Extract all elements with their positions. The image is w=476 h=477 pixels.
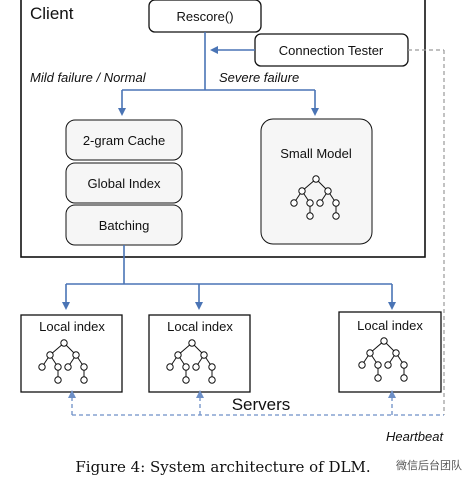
tree-node (38, 363, 46, 371)
figure-caption: Figure 4: System architecture of DLM. (75, 458, 370, 476)
rescore-label: Rescore() (176, 9, 233, 24)
tree-node (64, 363, 72, 371)
tree-node (54, 376, 62, 384)
tree-node (358, 361, 366, 369)
heartbeat-label: Heartbeat (386, 429, 444, 444)
tree-node (80, 376, 88, 384)
tree-node (366, 349, 374, 357)
watermark-text: 微信后台团队 (396, 458, 462, 472)
tree-node (166, 363, 174, 371)
batching-label: Batching (99, 218, 150, 233)
tree-node (374, 374, 382, 382)
local-index-box-3 (338, 311, 442, 393)
local-index-label-3: Local index (357, 318, 423, 333)
tree-node (384, 361, 392, 369)
local-index-label-2: Local index (167, 319, 233, 334)
tree-node (46, 351, 54, 359)
connection-tester-label: Connection Tester (279, 43, 384, 58)
tree-node (80, 363, 88, 371)
tree-node (208, 376, 216, 384)
local-index-tree-2 (166, 339, 216, 384)
tree-node (306, 212, 314, 220)
client-title: Client (30, 4, 74, 23)
tree-node (54, 363, 62, 371)
servers-label: Servers (232, 395, 291, 414)
tree-node (312, 175, 320, 183)
tree-node (188, 339, 196, 347)
tree-node (208, 363, 216, 371)
cache-box (65, 119, 183, 161)
global-index-label: Global Index (88, 176, 161, 191)
tree-node (380, 337, 388, 345)
global-index-box (65, 162, 183, 204)
small-model-tree (290, 175, 340, 220)
local-index-tree-3 (358, 337, 408, 382)
tree-node (392, 349, 400, 357)
tree-node (332, 212, 340, 220)
client-frame (20, 0, 426, 258)
mild-branch-label: Mild failure / Normal (30, 70, 147, 85)
tree-node (290, 199, 298, 207)
cache-label: 2-gram Cache (83, 133, 165, 148)
tree-node (374, 361, 382, 369)
local-index-box-1 (20, 314, 123, 393)
tree-node (182, 376, 190, 384)
local-index-tree-1 (38, 339, 88, 384)
tree-node (400, 374, 408, 382)
tree-node (332, 199, 340, 207)
tree-node (400, 361, 408, 369)
tree-node (316, 199, 324, 207)
small-model-label: Small Model (280, 146, 352, 161)
tree-node (60, 339, 68, 347)
tree-node (174, 351, 182, 359)
local-index-box-2 (148, 314, 251, 393)
local-index-label-1: Local index (39, 319, 105, 334)
severe-branch-label: Severe failure (219, 70, 299, 85)
tree-node (182, 363, 190, 371)
tree-node (72, 351, 80, 359)
tree-node (200, 351, 208, 359)
tree-node (324, 187, 332, 195)
tree-node (306, 199, 314, 207)
tree-node (298, 187, 306, 195)
tree-node (192, 363, 200, 371)
